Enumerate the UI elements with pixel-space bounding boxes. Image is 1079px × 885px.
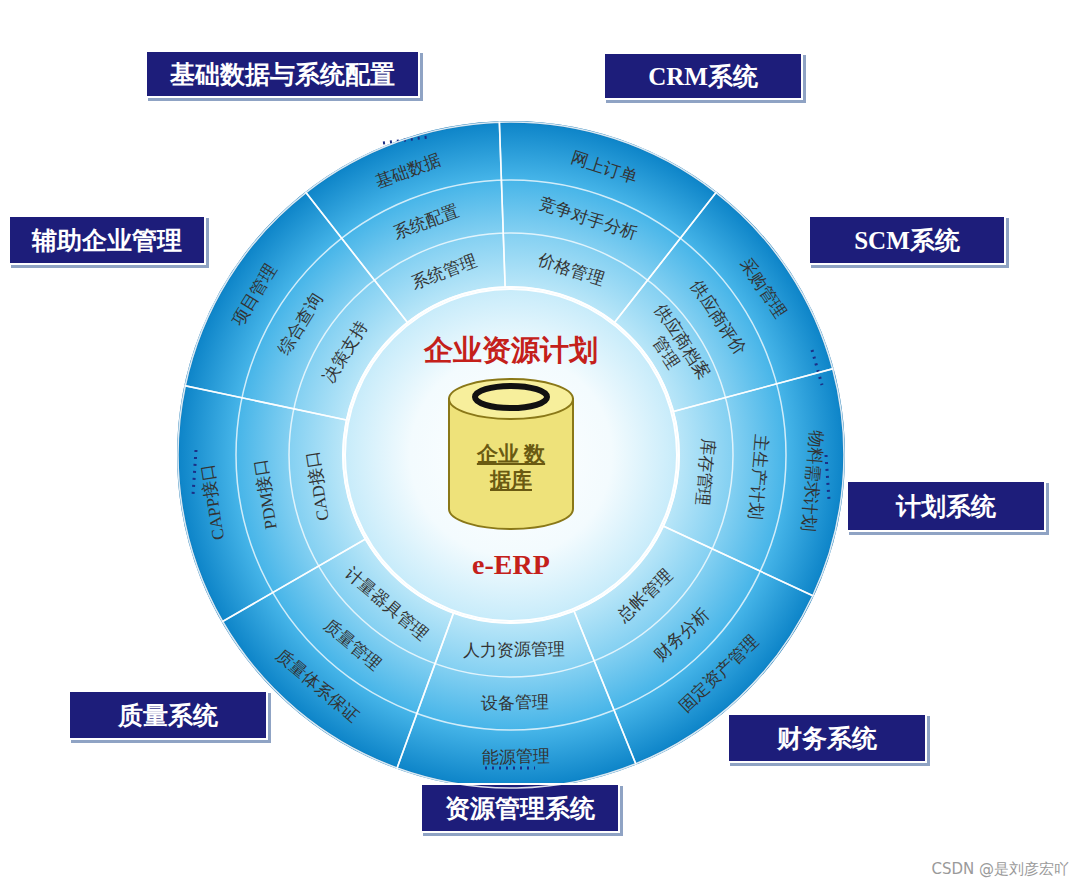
node-text: 系统管理 [409, 251, 480, 293]
dot-marks [193, 137, 829, 768]
node-text: 固定资产管理 [675, 632, 762, 716]
node-text: 质量系统 [118, 699, 218, 732]
node-text: 供应商档案管理 [629, 295, 717, 401]
node-text: 质量管理 [319, 616, 384, 675]
cylinder-ring [475, 386, 547, 408]
dot-mark [193, 450, 196, 495]
sector-wedge [614, 193, 832, 412]
node-text: 财务分析 [650, 604, 713, 665]
node-text: e-ERP [343, 549, 679, 581]
dot-mark [383, 137, 428, 143]
outer-ring [178, 122, 844, 788]
node-text: 质量体系保证 [272, 646, 363, 727]
node-text: 人力资源管理 [463, 639, 565, 660]
node-text: 企业资源计划 [343, 331, 679, 371]
database-cylinder: 企业 数据库 [441, 375, 581, 533]
system-box: 计划系统 [846, 480, 1046, 532]
sector-wedge [574, 526, 813, 764]
node-text: 价格管理 [536, 250, 607, 290]
node-text: 网上订单 [569, 148, 640, 188]
system-box: 质量系统 [68, 690, 268, 740]
node-text: 采购管理 [736, 255, 790, 322]
dot-mark [826, 455, 829, 500]
node-text: 供应商评价 [686, 277, 749, 359]
node-text: 计量器具管理 [340, 564, 431, 645]
sector-wedge [306, 122, 505, 322]
system-box: SCM系统 [808, 215, 1006, 265]
system-box: 财务系统 [727, 713, 927, 763]
node-text: 系统配置 [391, 201, 462, 243]
sector-wedge [499, 122, 716, 323]
ring-border [289, 233, 733, 677]
node-text: 综合查询 [274, 290, 327, 358]
node-text: 设备管理 [481, 693, 549, 714]
cylinder-top [449, 379, 573, 419]
node-text: 财务系统 [777, 722, 877, 755]
sector-wedge [185, 193, 407, 420]
sector-wedge [178, 386, 366, 622]
ring-border [236, 180, 786, 730]
node-text: 总帐管理 [614, 566, 677, 627]
system-box: 基础数据与系统配置 [145, 50, 420, 98]
node-text: 资源管理系统 [445, 792, 595, 825]
node-text: 辅助企业管理 [32, 224, 182, 257]
core-circle: 企业资源计划 e-ERP 企业 数据库 [343, 287, 679, 623]
system-box: 资源管理系统 [420, 783, 620, 833]
node-text: PDM接口 [251, 457, 281, 530]
sector-wedge [397, 611, 636, 788]
node-text: 物料需求计划 [798, 430, 826, 533]
node-text: CRM系统 [648, 60, 758, 93]
node-text: SCM系统 [854, 224, 960, 257]
system-box: CRM系统 [603, 52, 803, 100]
sector-wedge [223, 539, 454, 768]
node-text: 基础数据 [372, 150, 443, 192]
core-disc [343, 287, 679, 623]
node-text: CAD接口 [303, 449, 333, 521]
node-text: CAPP接口 [197, 463, 228, 542]
node-text: 企业 数据库 [476, 441, 546, 494]
node-text: 能源管理 [482, 747, 550, 768]
node-text: 决策支持 [319, 318, 372, 386]
node-text: 库存管理 [693, 437, 718, 506]
node-text: 项目管理 [229, 261, 282, 329]
node-text: 竞争对手分析 [536, 194, 639, 244]
watermark: CSDN @是刘彦宏吖 [931, 860, 1069, 879]
dot-mark [812, 350, 822, 385]
node-text: 主生产计划 [745, 433, 772, 519]
sector-wedge [663, 369, 844, 596]
node-text: 基础数据与系统配置 [170, 58, 395, 91]
node-text: 计划系统 [896, 490, 996, 523]
dot-mark [485, 767, 535, 770]
system-box: 辅助企业管理 [8, 215, 206, 265]
